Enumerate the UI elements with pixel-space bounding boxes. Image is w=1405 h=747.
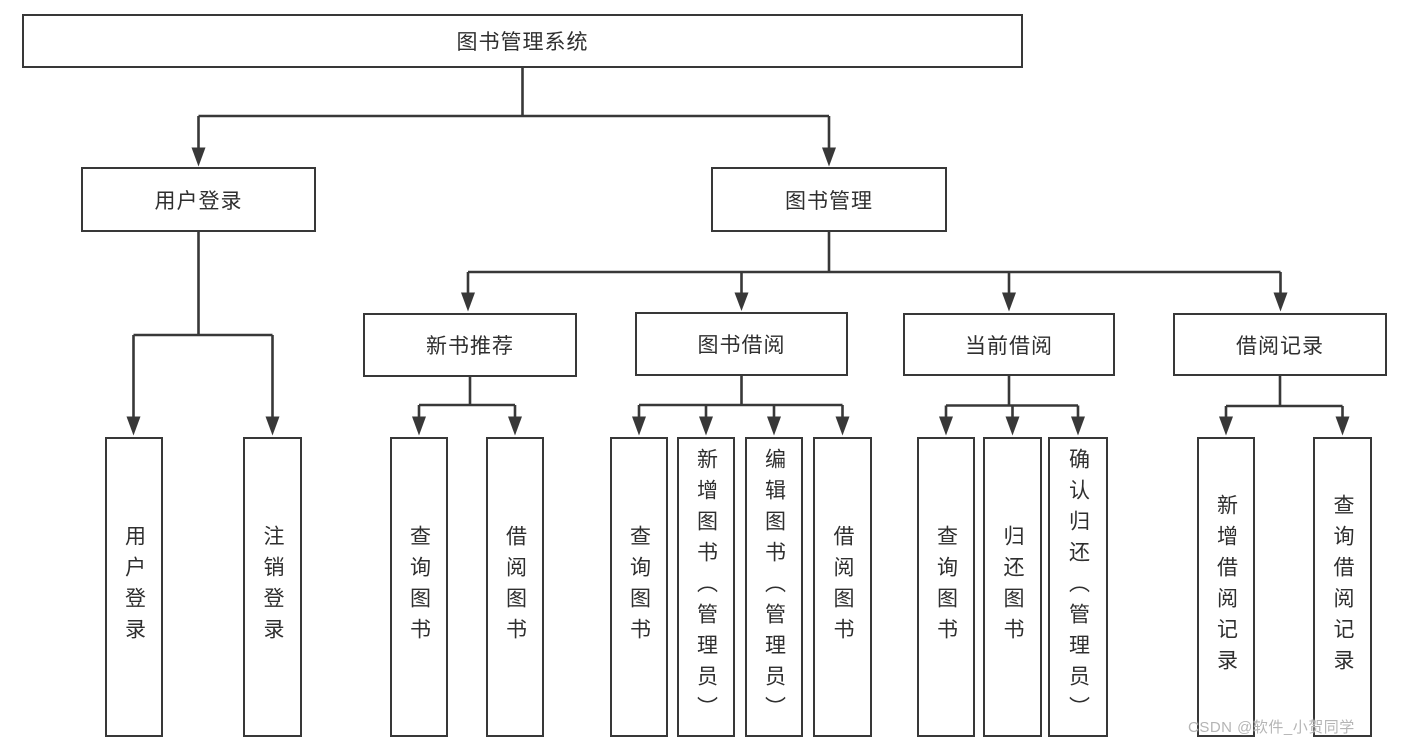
- leaf-logout-login: 注销登录: [243, 437, 302, 737]
- node-current-borrow: 当前借阅: [903, 313, 1115, 376]
- leaf-edit-books-admin: 编辑图书（管理员）: [745, 437, 803, 737]
- leaf-query-books-current: 查询图书: [917, 437, 975, 737]
- leaf-add-books-admin: 新增图书（管理员）: [677, 437, 735, 737]
- node-root-library-system: 图书管理系统: [22, 14, 1023, 68]
- connector-lines: [132, 68, 1344, 417]
- node-book-borrow: 图书借阅: [635, 312, 848, 376]
- leaf-user-login: 用户登录: [105, 437, 163, 737]
- leaf-confirm-return-admin: 确认归还（管理员）: [1048, 437, 1108, 737]
- leaf-query-books-borrow: 查询图书: [610, 437, 668, 737]
- node-new-book-recommend: 新书推荐: [363, 313, 577, 377]
- leaf-add-borrow-record: 新增借阅记录: [1197, 437, 1255, 737]
- node-user-login: 用户登录: [81, 167, 316, 232]
- csdn-watermark: CSDN @软件_小贺同学: [1188, 719, 1355, 736]
- leaf-query-books-recommend: 查询图书: [390, 437, 448, 737]
- leaf-return-books: 归还图书: [983, 437, 1042, 737]
- node-book-management: 图书管理: [711, 167, 947, 232]
- arrowheads: [126, 147, 1350, 436]
- leaf-borrow-books-recommend: 借阅图书: [486, 437, 544, 737]
- node-borrow-records: 借阅记录: [1173, 313, 1387, 376]
- leaf-query-borrow-record: 查询借阅记录: [1313, 437, 1372, 737]
- leaf-borrow-books: 借阅图书: [813, 437, 872, 737]
